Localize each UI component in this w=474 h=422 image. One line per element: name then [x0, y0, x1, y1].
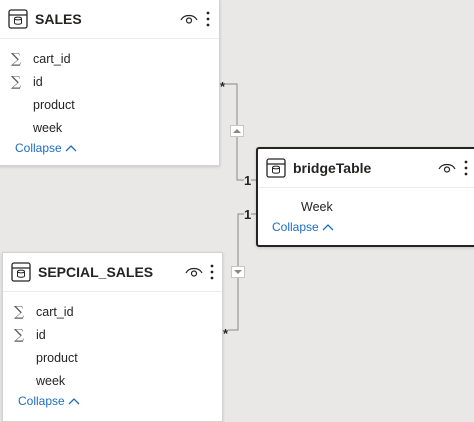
field-name: product	[36, 350, 78, 365]
table-title: bridgeTable	[293, 160, 372, 176]
table-card-bridgetable[interactable]: bridgeTable Week Collapse	[256, 147, 474, 247]
filter-direction-down-icon[interactable]	[231, 266, 245, 278]
field-name: id	[33, 74, 43, 89]
field-list: ∑ cart_id ∑ id product week	[3, 292, 222, 392]
collapse-label: Collapse	[272, 220, 319, 234]
collapse-link[interactable]: Collapse	[15, 141, 219, 155]
field-name: cart_id	[33, 51, 71, 66]
field-name: week	[36, 373, 66, 388]
field-item[interactable]: ∑ cart_id	[0, 47, 219, 70]
field-name: cart_id	[36, 304, 74, 319]
filter-direction-up-icon[interactable]	[230, 125, 244, 137]
eye-icon[interactable]	[185, 266, 203, 278]
field-name: week	[33, 120, 63, 135]
sigma-icon: ∑	[11, 50, 21, 67]
collapse-label: Collapse	[18, 394, 65, 408]
chevron-up-icon	[322, 224, 334, 231]
chevron-up-icon	[68, 398, 80, 405]
cardinality-many-sales: *	[220, 79, 226, 94]
field-list: ∑ cart_id ∑ id product week	[0, 39, 219, 139]
field-item[interactable]: product	[0, 93, 219, 116]
field-name: id	[36, 327, 46, 342]
eye-icon[interactable]	[438, 162, 456, 174]
cardinality-one-bridge-top: 1	[244, 173, 252, 188]
table-header[interactable]: SALES	[0, 0, 219, 39]
field-item[interactable]: ∑ id	[0, 70, 219, 93]
table-icon	[11, 262, 31, 282]
field-item[interactable]: ∑ id	[3, 323, 222, 346]
table-header[interactable]: bridgeTable	[258, 149, 474, 188]
field-item[interactable]: product	[3, 346, 222, 369]
field-item[interactable]: ∑ cart_id	[3, 300, 222, 323]
field-name: Week	[301, 199, 333, 214]
collapse-label: Collapse	[15, 141, 62, 155]
table-icon	[266, 158, 286, 178]
table-icon	[8, 9, 28, 29]
table-card-sepcial-sales[interactable]: SEPCIAL_SALES ∑ cart_id ∑ id prod	[2, 252, 223, 422]
more-options-icon[interactable]	[464, 160, 468, 176]
cardinality-one-bridge-bottom: 1	[244, 207, 252, 222]
field-name: product	[33, 97, 75, 112]
table-title: SEPCIAL_SALES	[38, 264, 154, 280]
field-item[interactable]: Week	[258, 195, 474, 218]
field-item[interactable]: week	[3, 369, 222, 392]
collapse-link[interactable]: Collapse	[18, 394, 222, 408]
more-options-icon[interactable]	[206, 11, 210, 27]
table-header[interactable]: SEPCIAL_SALES	[3, 253, 222, 292]
field-list: Week	[258, 188, 474, 218]
sigma-icon: ∑	[14, 326, 24, 343]
cardinality-many-special: *	[223, 326, 229, 341]
field-item[interactable]: week	[0, 116, 219, 139]
sigma-icon: ∑	[14, 303, 24, 320]
more-options-icon[interactable]	[210, 264, 214, 280]
table-title: SALES	[35, 11, 82, 27]
chevron-up-icon	[65, 145, 77, 152]
collapse-link[interactable]: Collapse	[272, 220, 474, 234]
sigma-icon: ∑	[11, 73, 21, 90]
table-card-sales[interactable]: SALES ∑ cart_id ∑ id product	[0, 0, 220, 166]
eye-icon[interactable]	[180, 13, 198, 25]
